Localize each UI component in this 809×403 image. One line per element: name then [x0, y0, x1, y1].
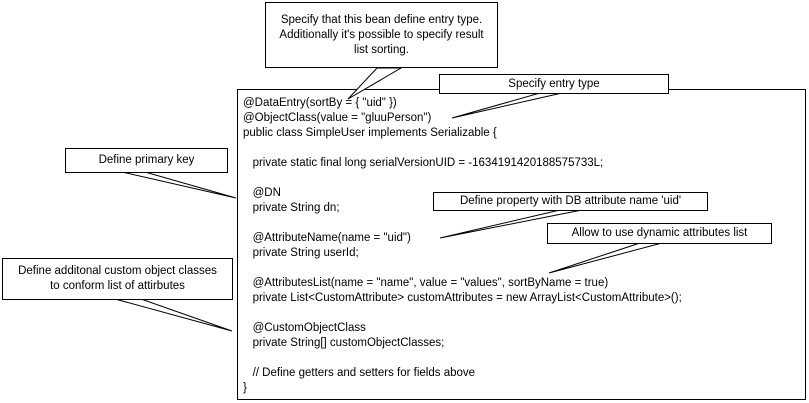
code-line: @CustomObjectClass: [243, 322, 366, 334]
callout-custom-object-classes: Define additonal custom object classes t…: [2, 258, 233, 300]
code-line: private static final long serialVersionU…: [243, 157, 604, 169]
code-line: private String userId;: [243, 247, 359, 259]
code-line: @DN: [243, 187, 281, 199]
code-line: [243, 141, 682, 156]
code-line: private String[] customObjectClasses;: [243, 337, 445, 349]
code-line: [243, 171, 682, 186]
callout-custom-object-classes-text: Define additonal custom object classes t…: [18, 265, 217, 292]
code-line: private String dn;: [243, 202, 340, 214]
callout-entry-type-note: Specify that this bean define entry type…: [265, 2, 498, 68]
code-line: @ObjectClass(value = "gluuPerson"): [243, 112, 432, 124]
callout-entry-type-note-text: Specify that this bean define entry type…: [279, 13, 484, 56]
code-line: }: [243, 382, 247, 394]
code-line: @AttributesList(name = "name", value = "…: [243, 277, 609, 289]
callout-dynamic-attributes: Allow to use dynamic attributes list: [547, 223, 772, 244]
callout-entry-type-text: Specify entry type: [508, 77, 600, 90]
code-line: public class SimpleUser implements Seria…: [243, 127, 497, 139]
code-line: [243, 261, 682, 276]
code-line: @DataEntry(sortBy = { "uid" }): [243, 97, 397, 109]
code-line: [243, 306, 682, 321]
code-line: // Define getters and setters for fields…: [243, 367, 476, 379]
code-panel: @DataEntry(sortBy = { "uid" }) @ObjectCla…: [237, 89, 806, 400]
code-line: @AttributeName(name = "uid"): [243, 232, 411, 244]
code-block: @DataEntry(sortBy = { "uid" }) @ObjectCla…: [243, 96, 682, 396]
code-line: private List<CustomAttribute> customAttr…: [243, 292, 682, 304]
callout-entry-type: Specify entry type: [439, 74, 669, 94]
callout-db-attribute: Define property with DB attribute name '…: [433, 192, 708, 211]
callout-primary-key-text: Define primary key: [98, 154, 195, 166]
callout-dynamic-attributes-text: Allow to use dynamic attributes list: [571, 227, 748, 239]
connector-primary-key: [121, 171, 237, 199]
connector-custom-object-classes: [114, 298, 233, 332]
callout-db-attribute-text: Define property with DB attribute name '…: [459, 195, 682, 207]
code-line: [243, 351, 682, 366]
callout-primary-key: Define primary key: [65, 148, 228, 173]
